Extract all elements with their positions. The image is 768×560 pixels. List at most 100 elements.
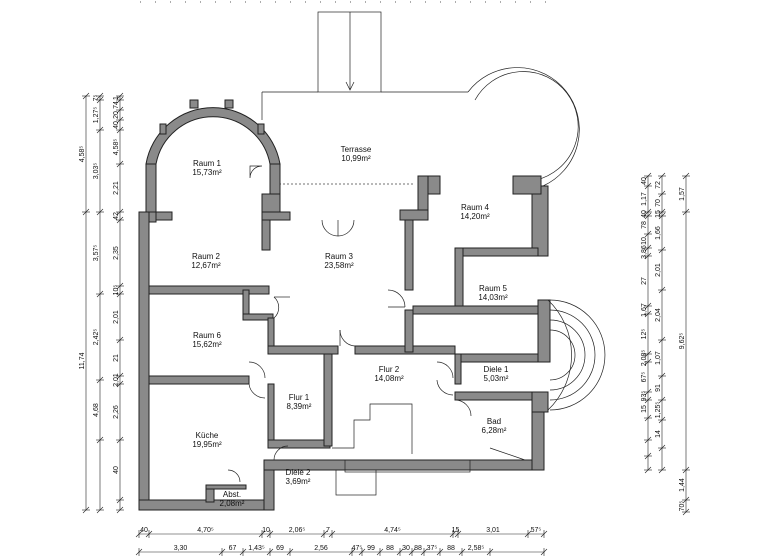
dimension-label: 88 <box>447 545 455 552</box>
dimension-label: 27 <box>641 277 648 285</box>
dimension-label: 40 <box>113 121 120 129</box>
room-area-diele1: 5,03m² <box>484 374 509 383</box>
interior-walls <box>148 193 539 503</box>
dimension-label: 30 <box>402 545 410 552</box>
room-name-diele2: Diele 2 <box>286 468 311 477</box>
dimension-label: 15 <box>655 210 662 218</box>
room-area-kueche: 19,95m² <box>192 440 222 449</box>
dimension-label: 1,43⁵ <box>248 545 265 552</box>
dimension-label: 4,74⁵ <box>384 527 401 534</box>
dimension-label: 1,66 <box>655 226 662 240</box>
dimension-label: 3,03⁵ <box>93 163 100 180</box>
room-area-raum1: 15,73m² <box>192 168 222 177</box>
dimension-label: 21 <box>113 354 120 362</box>
dimension-label: 4,58⁵ <box>113 139 120 156</box>
room-area-raum2: 12,67m² <box>191 261 221 270</box>
dimension-label: 9,62⁵ <box>679 333 686 350</box>
dimension-label: 91 <box>655 384 662 392</box>
dimension-label: 69 <box>276 545 284 552</box>
dimension-label: 1,17 <box>641 192 648 206</box>
dimension-label: 93⁵ <box>641 391 648 402</box>
room-name-bad: Bad <box>487 417 501 426</box>
dimension-label: 1,57 <box>679 187 686 201</box>
dimension-label: 70 <box>655 199 662 207</box>
dimension-label: 40 <box>641 210 648 218</box>
exterior-walls <box>138 163 551 511</box>
room-area-abst: 2,08m² <box>220 499 245 508</box>
dimension-label: 3,01 <box>486 527 500 534</box>
room-area-raum4: 14,20m² <box>460 212 490 221</box>
room-name-raum4: Raum 4 <box>461 203 490 212</box>
dimension-label: 2,04 <box>655 308 662 322</box>
dimension-label: 67 <box>229 545 237 552</box>
dimension-label: 1,44 <box>679 478 686 492</box>
dimension-label: 7⁵ <box>93 95 100 102</box>
dimension-label: 3,30 <box>174 545 188 552</box>
dimension-label: 4,70⁵ <box>197 527 214 534</box>
dimension-label: 2,01 <box>113 373 120 387</box>
dimension-label: 3,86 <box>641 245 648 259</box>
dimension-label: 40 <box>641 177 648 185</box>
dimension-label: 1,67 <box>641 303 648 317</box>
dimension-chain-left-inner: 17420404,58⁵2,21422,3510⁵2,01212,012,264… <box>113 92 124 514</box>
stairs <box>332 403 526 496</box>
room-name-raum5: Raum 5 <box>479 284 508 293</box>
dimension-label: 72 <box>655 181 662 189</box>
dimension-label: 88 <box>414 545 422 552</box>
entrance-steps <box>547 299 606 411</box>
bay-window-raum1 <box>145 99 281 165</box>
room-area-flur1: 8,39m² <box>287 402 312 411</box>
room-name-terrasse: Terrasse <box>341 145 372 154</box>
room-area-raum3: 23,58m² <box>324 261 354 270</box>
dimension-label: 2,01 <box>113 310 120 324</box>
dimension-label: 1,07 <box>655 351 662 365</box>
dimension-label: 10 <box>641 237 648 245</box>
room-area-terrasse: 10,99m² <box>341 154 371 163</box>
dimension-label: 78 <box>641 221 648 229</box>
dimension-label: 4,68 <box>93 403 100 417</box>
dimension-chain-right-outer: 1,57 9,62⁵ 1,44 70⁵ <box>679 172 690 516</box>
dimension-label: 40 <box>140 527 148 534</box>
dimension-label: 14 <box>655 430 662 438</box>
dimension-label: 11,74 <box>79 352 86 369</box>
dimension-label: 47⁵ <box>352 545 363 552</box>
room-name-raum6: Raum 6 <box>193 331 222 340</box>
doors <box>227 165 472 483</box>
dimension-label: 2,26 <box>113 405 120 419</box>
dimension-label: 37⁵ <box>427 545 438 552</box>
dimension-label: 2,06⁵ <box>289 527 306 534</box>
room-area-flur2: 14,08m² <box>374 374 404 383</box>
dimension-label: 4,58⁵ <box>79 146 86 163</box>
dimension-label: 99 <box>367 545 375 552</box>
room-name-flur1: Flur 1 <box>289 393 310 402</box>
dimension-label: 88 <box>386 545 394 552</box>
room-name-raum1: Raum 1 <box>193 159 222 168</box>
room-labels: Raum 1 15,73m² Terrasse 10,99m² Raum 2 1… <box>191 145 509 508</box>
room-area-raum6: 15,62m² <box>192 340 222 349</box>
room-name-diele1: Diele 1 <box>484 365 509 374</box>
dimension-label: 74 <box>113 101 120 109</box>
dimension-label: 15 <box>452 527 460 534</box>
dimension-label: 2,35 <box>113 246 120 260</box>
dimension-label: 2,42⁵ <box>93 329 100 346</box>
dimension-label: 20 <box>113 111 120 119</box>
room-name-abst: Abst. <box>223 490 241 499</box>
dimension-label: 42 <box>113 212 120 220</box>
dimension-label: 2,21 <box>113 181 120 195</box>
room-name-raum3: Raum 3 <box>325 252 354 261</box>
room-name-raum2: Raum 2 <box>192 252 221 261</box>
room-name-flur2: Flur 2 <box>379 365 400 374</box>
room-area-diele2: 3,69m² <box>286 477 311 486</box>
dimension-label: 10⁵ <box>113 285 120 296</box>
dimension-label: 12⁵ <box>641 329 648 340</box>
dimension-label: 57⁵ <box>531 527 542 534</box>
dimension-label: 40 <box>113 466 120 474</box>
dimension-chain-left-outer: 4,58⁵ 11,74 <box>79 92 90 514</box>
dimension-label: 67⁵ <box>641 372 648 383</box>
dimension-label: 70⁵ <box>679 501 686 512</box>
dimension-label: 7 <box>326 527 330 534</box>
